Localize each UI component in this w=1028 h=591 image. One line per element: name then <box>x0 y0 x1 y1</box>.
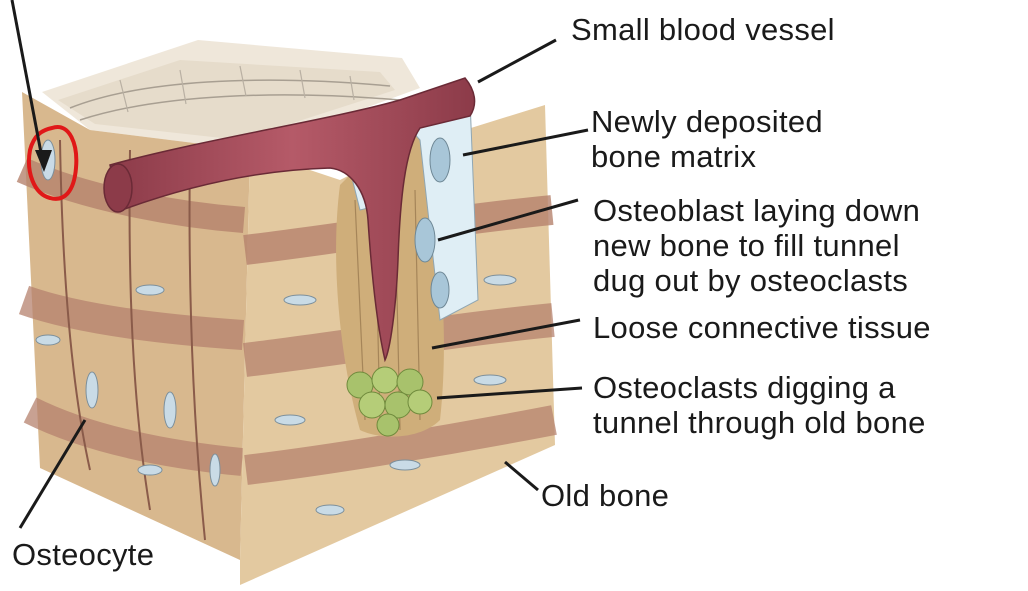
label-osteoblast-line1: Osteoblast laying down <box>593 193 920 228</box>
label-osteocyte: Osteocyte <box>12 537 154 572</box>
label-newly-deposited: Newly deposited bone matrix <box>591 104 823 174</box>
label-loose-connective: Loose connective tissue <box>593 310 931 345</box>
label-old-bone: Old bone <box>541 478 669 513</box>
label-osteoclasts-line1: Osteoclasts digging a <box>593 370 926 405</box>
leader-old-bone <box>505 462 538 490</box>
label-newly-deposited-line2: bone matrix <box>591 139 823 174</box>
label-osteoclasts: Osteoclasts digging a tunnel through old… <box>593 370 926 440</box>
label-osteoblast-line3: dug out by osteoclasts <box>593 263 920 298</box>
label-newly-deposited-line1: Newly deposited <box>591 104 823 139</box>
leader-small-blood-vessel <box>478 40 556 82</box>
label-osteoclasts-line2: tunnel through old bone <box>593 405 926 440</box>
label-osteoblast-line2: new bone to fill tunnel <box>593 228 920 263</box>
label-small-blood-vessel: Small blood vessel <box>571 12 835 47</box>
label-osteoblast: Osteoblast laying down new bone to fill … <box>593 193 920 298</box>
